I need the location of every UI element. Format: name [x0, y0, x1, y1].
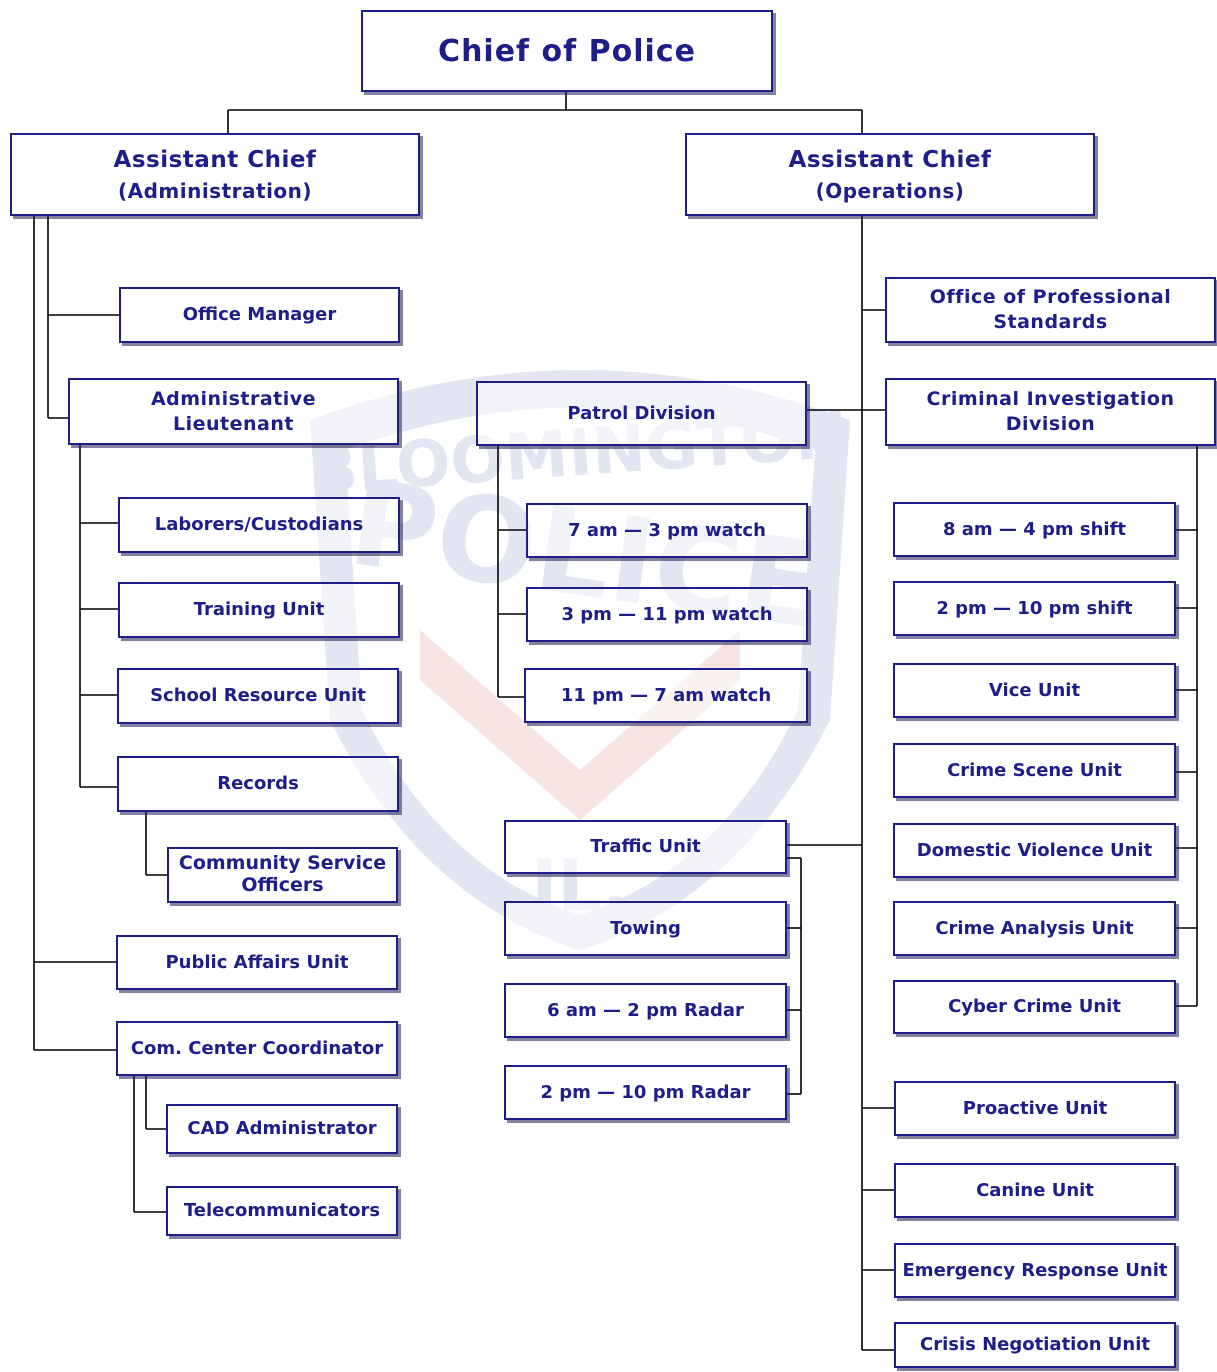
- telecommunicators-label: Telecommunicators: [183, 1200, 381, 1222]
- traffic-subunit-label: 2 pm — 10 pm Radar: [540, 1081, 751, 1103]
- laborers-custodians-label: Laborers/Custodians: [154, 514, 364, 536]
- records-box: Records: [117, 756, 399, 812]
- criminal-investigation-division-box: Criminal Investigation Division: [885, 378, 1216, 446]
- laborers-custodians-box: Laborers/Custodians: [118, 497, 400, 553]
- cid-unit-box: Domestic Violence Unit: [893, 823, 1176, 878]
- cad-administrator-label: CAD Administrator: [187, 1118, 377, 1140]
- chief-of-police-label: Chief of Police: [438, 33, 696, 69]
- special-unit-label: Canine Unit: [976, 1179, 1094, 1201]
- cid-unit-label: Domestic Violence Unit: [916, 839, 1153, 861]
- assistant-chief-ops-title: Assistant Chief: [788, 147, 992, 174]
- community-service-officers-box: Community Service Officers: [167, 847, 398, 903]
- chief-of-police-box: Chief of Police: [361, 10, 773, 92]
- school-resource-unit-box: School Resource Unit: [117, 668, 399, 724]
- watch-box: 11 pm — 7 am watch: [524, 668, 808, 723]
- special-unit-box: Emergency Response Unit: [894, 1243, 1176, 1298]
- cid-unit-label: Crime Scene Unit: [947, 759, 1122, 781]
- public-affairs-unit-box: Public Affairs Unit: [116, 935, 398, 990]
- admin-lieutenant-box: Administrative Lieutenant: [68, 378, 399, 445]
- com-center-coordinator-box: Com. Center Coordinator: [116, 1021, 398, 1076]
- training-unit-box: Training Unit: [118, 582, 400, 638]
- cid-unit-box: 2 pm — 10 pm shift: [893, 581, 1176, 636]
- criminal-investigation-line1: Criminal Investigation: [926, 388, 1175, 411]
- watch-box: 7 am — 3 pm watch: [526, 503, 808, 558]
- cid-unit-label: Cyber Crime Unit: [948, 996, 1121, 1018]
- traffic-unit-label: Traffic Unit: [590, 836, 701, 858]
- patrol-division-box: Patrol Division: [476, 381, 807, 446]
- com-center-coordinator-label: Com. Center Coordinator: [130, 1037, 384, 1059]
- assistant-chief-admin-title: Assistant Chief: [113, 147, 317, 174]
- admin-lieutenant-line2: Lieutenant: [173, 412, 294, 435]
- assistant-chief-ops-box: Assistant Chief (Operations): [685, 133, 1095, 216]
- professional-standards-box: Office of Professional Standards: [885, 277, 1216, 343]
- special-unit-label: Crisis Negotiation Unit: [920, 1334, 1150, 1356]
- assistant-chief-ops-subtitle: (Operations): [815, 178, 965, 203]
- special-unit-box: Crisis Negotiation Unit: [894, 1322, 1176, 1368]
- cid-unit-label: 2 pm — 10 pm shift: [936, 597, 1133, 619]
- cid-unit-label: Crime Analysis Unit: [935, 917, 1134, 939]
- traffic-subunit-box: 6 am — 2 pm Radar: [504, 983, 787, 1038]
- assistant-chief-admin-box: Assistant Chief (Administration): [10, 133, 420, 216]
- community-service-line1: Community Service: [178, 852, 387, 875]
- cad-administrator-box: CAD Administrator: [166, 1104, 398, 1154]
- traffic-subunit-box: Towing: [504, 901, 787, 956]
- professional-standards-line2: Standards: [993, 311, 1108, 333]
- watch-label: 3 pm — 11 pm watch: [561, 603, 773, 625]
- special-unit-box: Proactive Unit: [894, 1081, 1176, 1136]
- records-label: Records: [217, 773, 299, 795]
- admin-lieutenant-line1: Administrative: [150, 387, 317, 410]
- patrol-division-label: Patrol Division: [567, 402, 716, 424]
- training-unit-label: Training Unit: [193, 599, 325, 621]
- special-unit-label: Emergency Response Unit: [902, 1259, 1168, 1281]
- professional-standards-line1: Office of Professional: [929, 286, 1172, 309]
- school-resource-unit-label: School Resource Unit: [150, 685, 366, 707]
- watch-label: 7 am — 3 pm watch: [568, 519, 766, 541]
- cid-unit-box: Vice Unit: [893, 663, 1176, 718]
- cid-unit-box: Crime Scene Unit: [893, 743, 1176, 798]
- public-affairs-unit-label: Public Affairs Unit: [165, 951, 349, 973]
- traffic-subunit-box: 2 pm — 10 pm Radar: [504, 1065, 787, 1120]
- special-unit-label: Proactive Unit: [962, 1097, 1108, 1119]
- traffic-subunit-label: Towing: [610, 917, 681, 939]
- assistant-chief-admin-subtitle: (Administration): [117, 178, 313, 203]
- community-service-line2: Officers: [241, 874, 324, 896]
- traffic-subunit-label: 6 am — 2 pm Radar: [547, 999, 744, 1021]
- traffic-unit-box: Traffic Unit: [504, 820, 787, 874]
- cid-unit-box: Crime Analysis Unit: [893, 901, 1176, 956]
- watch-box: 3 pm — 11 pm watch: [526, 587, 808, 642]
- watch-label: 11 pm — 7 am watch: [560, 684, 772, 706]
- telecommunicators-box: Telecommunicators: [166, 1186, 398, 1236]
- cid-unit-label: 8 am — 4 pm shift: [942, 518, 1127, 540]
- criminal-investigation-line2: Division: [1005, 413, 1096, 435]
- office-manager-label: Office Manager: [182, 304, 337, 326]
- cid-unit-box: Cyber Crime Unit: [893, 980, 1176, 1034]
- office-manager-box: Office Manager: [119, 287, 400, 343]
- special-unit-box: Canine Unit: [894, 1163, 1176, 1218]
- cid-unit-box: 8 am — 4 pm shift: [893, 502, 1176, 557]
- cid-unit-label: Vice Unit: [988, 679, 1081, 701]
